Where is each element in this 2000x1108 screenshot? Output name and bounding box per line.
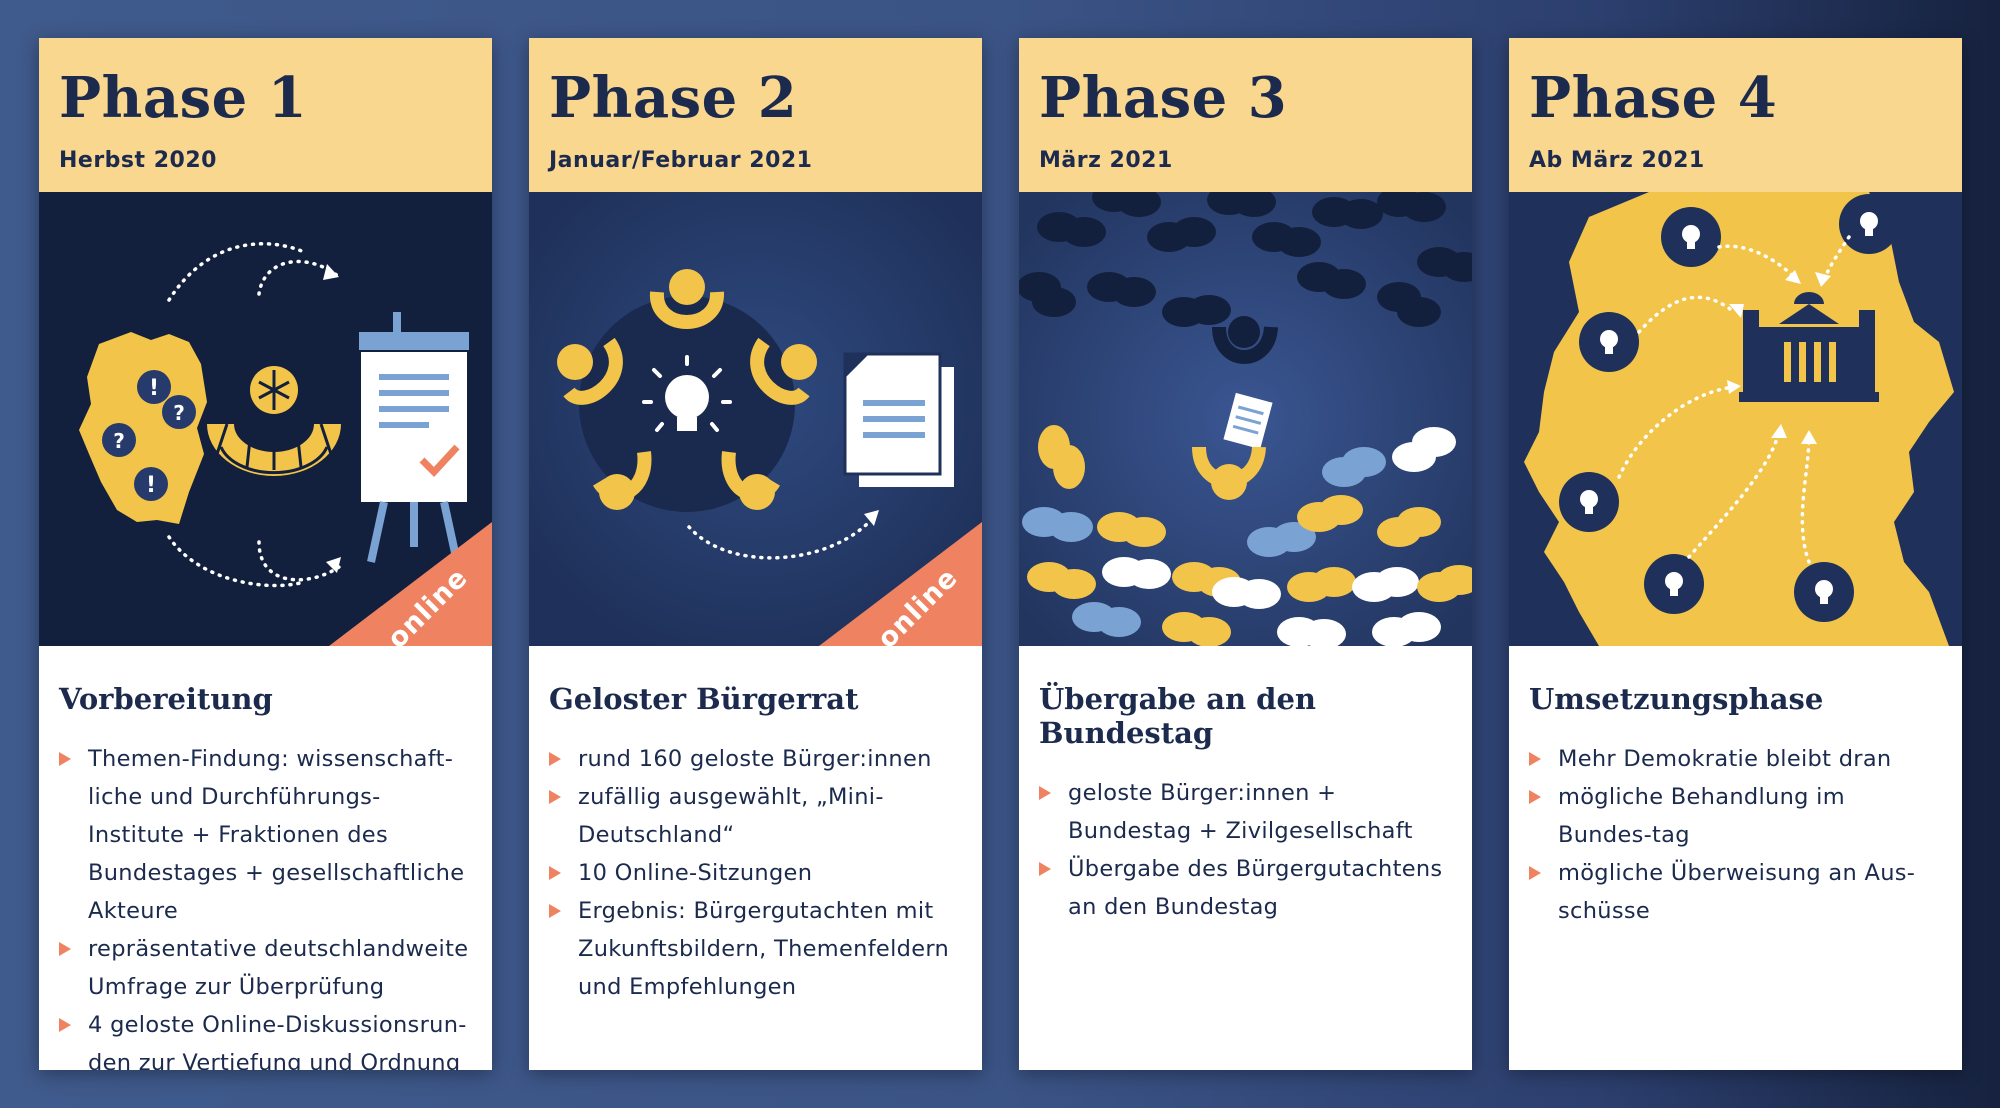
bullet-item: repräsentative deutschlandweite Umfrage … (59, 930, 472, 1006)
phase-heading: Vorbereitung (59, 682, 273, 716)
phase-card-3: Phase 3 März 2021 (1019, 38, 1472, 1070)
bullet-list: rund 160 geloste Bürger:innen zufällig a… (549, 740, 962, 1006)
arrow-bullet-icon (59, 942, 71, 956)
phase-illustration: ! ? ? ! (39, 192, 492, 646)
phase-heading: Übergabe an den Bundestag (1039, 682, 1316, 750)
person-icon (1019, 192, 1472, 364)
germany-map-icon: ! ? ? ! (79, 332, 207, 524)
bullet-list: geloste Bürger:innen + Bundestag + Zivil… (1039, 774, 1452, 926)
arrow-bullet-icon (1529, 752, 1541, 766)
svg-text:!: ! (146, 473, 156, 498)
phase-header: Phase 1 Herbst 2020 (39, 38, 492, 192)
handover-illustration (1019, 192, 1472, 646)
phase-title: Phase 4 (1529, 65, 1778, 131)
svg-text:?: ? (173, 401, 185, 425)
reichstag-icon (1739, 292, 1879, 402)
phase-date: Januar/Februar 2021 (549, 148, 813, 173)
person-icon (557, 269, 817, 510)
arrow-bullet-icon (549, 904, 561, 918)
bullet-item: Themen-Findung: wissenschaft-liche und D… (59, 740, 472, 930)
phase-header: Phase 3 März 2021 (1019, 38, 1472, 192)
bullet-item: zufällig ausgewählt, „Mini-Deutschland“ (549, 778, 962, 854)
phase-body: Geloster Bürgerrat rund 160 geloste Bürg… (529, 646, 982, 1006)
phase-illustration (1509, 192, 1962, 646)
bullet-item: Übergabe des Bürgergutachtens an den Bun… (1039, 850, 1452, 926)
phase-card-2: Phase 2 Januar/Februar 2021 (529, 38, 982, 1070)
germany-map-icon (1524, 192, 1954, 646)
phase-heading: Umsetzungsphase (1529, 682, 1824, 716)
arrow-bullet-icon (1039, 786, 1051, 800)
phase-header: Phase 2 Januar/Februar 2021 (529, 38, 982, 192)
arrow-bullet-icon (1039, 862, 1051, 876)
phase-header: Phase 4 Ab März 2021 (1509, 38, 1962, 192)
arrow-bullet-icon (1529, 866, 1541, 880)
lightbulb-icon (1559, 194, 1899, 622)
bullet-item: Ergebnis: Bürgergutachten mit Zukunftsbi… (549, 892, 962, 1006)
bullet-item: mögliche Überweisung an Aus-schüsse (1529, 854, 1942, 930)
bullet-list: Themen-Findung: wissenschaft-liche und D… (59, 740, 472, 1070)
document-icon (843, 352, 954, 487)
arrow-bullet-icon (549, 752, 561, 766)
bullet-list: Mehr Demokratie bleibt dran mögliche Beh… (1529, 740, 1942, 930)
phase-illustration (1019, 192, 1472, 646)
phase-title: Phase 2 (549, 65, 798, 131)
citizens-council-illustration (529, 192, 982, 646)
arrow-bullet-icon (59, 1018, 71, 1032)
phase-body: Vorbereitung Themen-Findung: wissenschaf… (39, 646, 492, 1070)
implementation-illustration (1509, 192, 1962, 646)
phase-title: Phase 1 (59, 65, 308, 131)
phase-date: März 2021 (1039, 148, 1173, 173)
phase-card-4: Phase 4 Ab März 2021 (1509, 38, 1962, 1070)
arrow-bullet-icon (59, 752, 71, 766)
phase-heading: Geloster Bürgerrat (549, 682, 859, 716)
arrow-bullet-icon (1529, 790, 1541, 804)
bullet-item: geloste Bürger:innen + Bundestag + Zivil… (1039, 774, 1452, 850)
bullet-item: 4 geloste Online-Diskussionsrun-den zur … (59, 1006, 472, 1070)
phase-illustration: online (529, 192, 982, 646)
lightbulb-icon (642, 355, 732, 432)
parliament-icon (207, 366, 341, 476)
flipchart-icon (359, 312, 469, 563)
phase-body: Umsetzungsphase Mehr Demokratie bleibt d… (1509, 646, 1962, 930)
phase-date: Ab März 2021 (1529, 148, 1705, 173)
phase-card-1: Phase 1 Herbst 2020 ! ? ? (39, 38, 492, 1070)
phase-title: Phase 3 (1039, 65, 1288, 131)
svg-text:!: ! (149, 376, 159, 401)
bullet-item: mögliche Behandlung im Bundes-tag (1529, 778, 1942, 854)
phase-body: Übergabe an den Bundestag geloste Bürger… (1019, 646, 1472, 926)
bullet-item: 10 Online-Sitzungen (549, 854, 962, 892)
arrow-bullet-icon (549, 866, 561, 880)
bullet-item: rund 160 geloste Bürger:innen (549, 740, 962, 778)
arrow-bullet-icon (549, 790, 561, 804)
svg-text:?: ? (113, 429, 125, 453)
phase-date: Herbst 2020 (59, 148, 217, 173)
bullet-item: Mehr Demokratie bleibt dran (1529, 740, 1942, 778)
preparation-illustration: ! ? ? ! (39, 192, 492, 646)
